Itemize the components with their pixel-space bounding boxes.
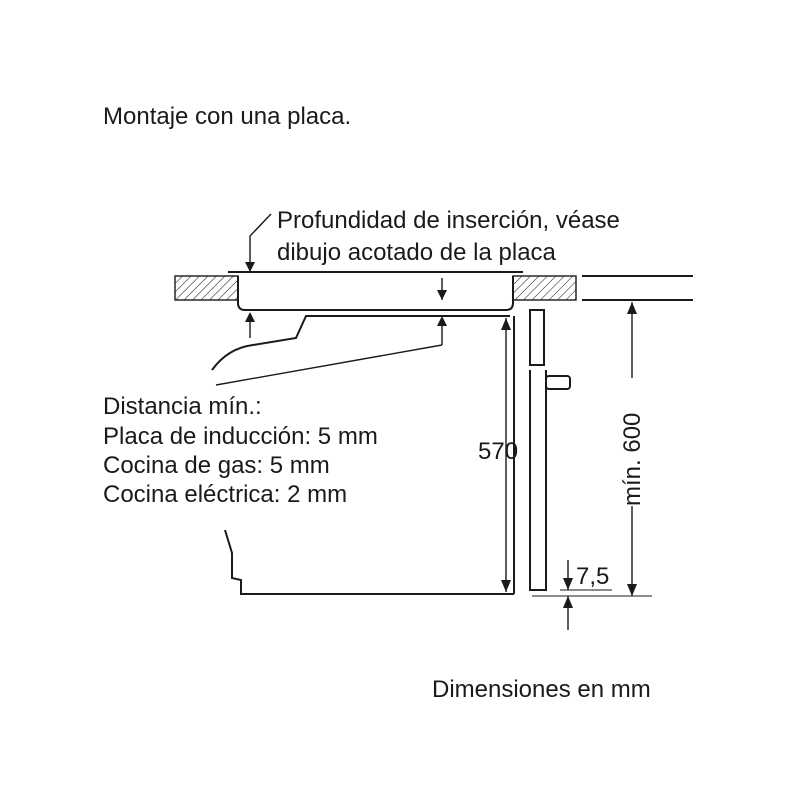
dim-600-label-bg xyxy=(620,378,644,506)
gap-label: 7,5 xyxy=(576,563,609,590)
dim-600-arrow-top xyxy=(627,302,637,314)
hob-body xyxy=(237,276,514,311)
insertion-depth-leader xyxy=(249,213,272,258)
min-distance-gas: Cocina de gas: 5 mm xyxy=(103,452,330,479)
diagram-title: Montaje con una placa. xyxy=(103,103,351,130)
insertion-depth-label-line1: Profundidad de inserción, véase xyxy=(277,207,620,234)
dim-570-arrow-bottom xyxy=(501,580,511,592)
dim-600-label: mín. 600 xyxy=(619,413,646,506)
dim-600-arrow-bottom xyxy=(627,584,637,596)
oven-back-wall xyxy=(224,529,514,595)
oven-top-profile xyxy=(211,315,510,371)
min-distance-electric: Cocina eléctrica: 2 mm xyxy=(103,481,347,508)
gap-arrow-top-head xyxy=(563,578,573,590)
oven-door-lower xyxy=(529,370,547,591)
gap-arrow-bottom-head xyxy=(563,596,573,608)
depth-arrow-left-head xyxy=(245,262,255,272)
min-distance-heading: Distancia mín.: xyxy=(103,393,262,420)
min-dist-arrow-left-head xyxy=(245,312,255,322)
worktop-left xyxy=(174,275,239,301)
insertion-depth-label-line2: dibujo acotado de la placa xyxy=(277,239,557,266)
worktop-right xyxy=(512,275,577,301)
oven-door-panel xyxy=(529,309,545,366)
oven-handle xyxy=(545,375,571,390)
min-dist-arrow-center-head xyxy=(437,316,447,326)
min-distance-induction: Placa de inducción: 5 mm xyxy=(103,423,378,450)
min-dist-leader xyxy=(215,344,443,386)
units-note: Dimensiones en mm xyxy=(432,676,651,703)
dim-570-label: 570 xyxy=(478,438,518,465)
dim-570-arrow-top xyxy=(501,318,511,330)
depth-arrow-center-head xyxy=(437,290,447,300)
